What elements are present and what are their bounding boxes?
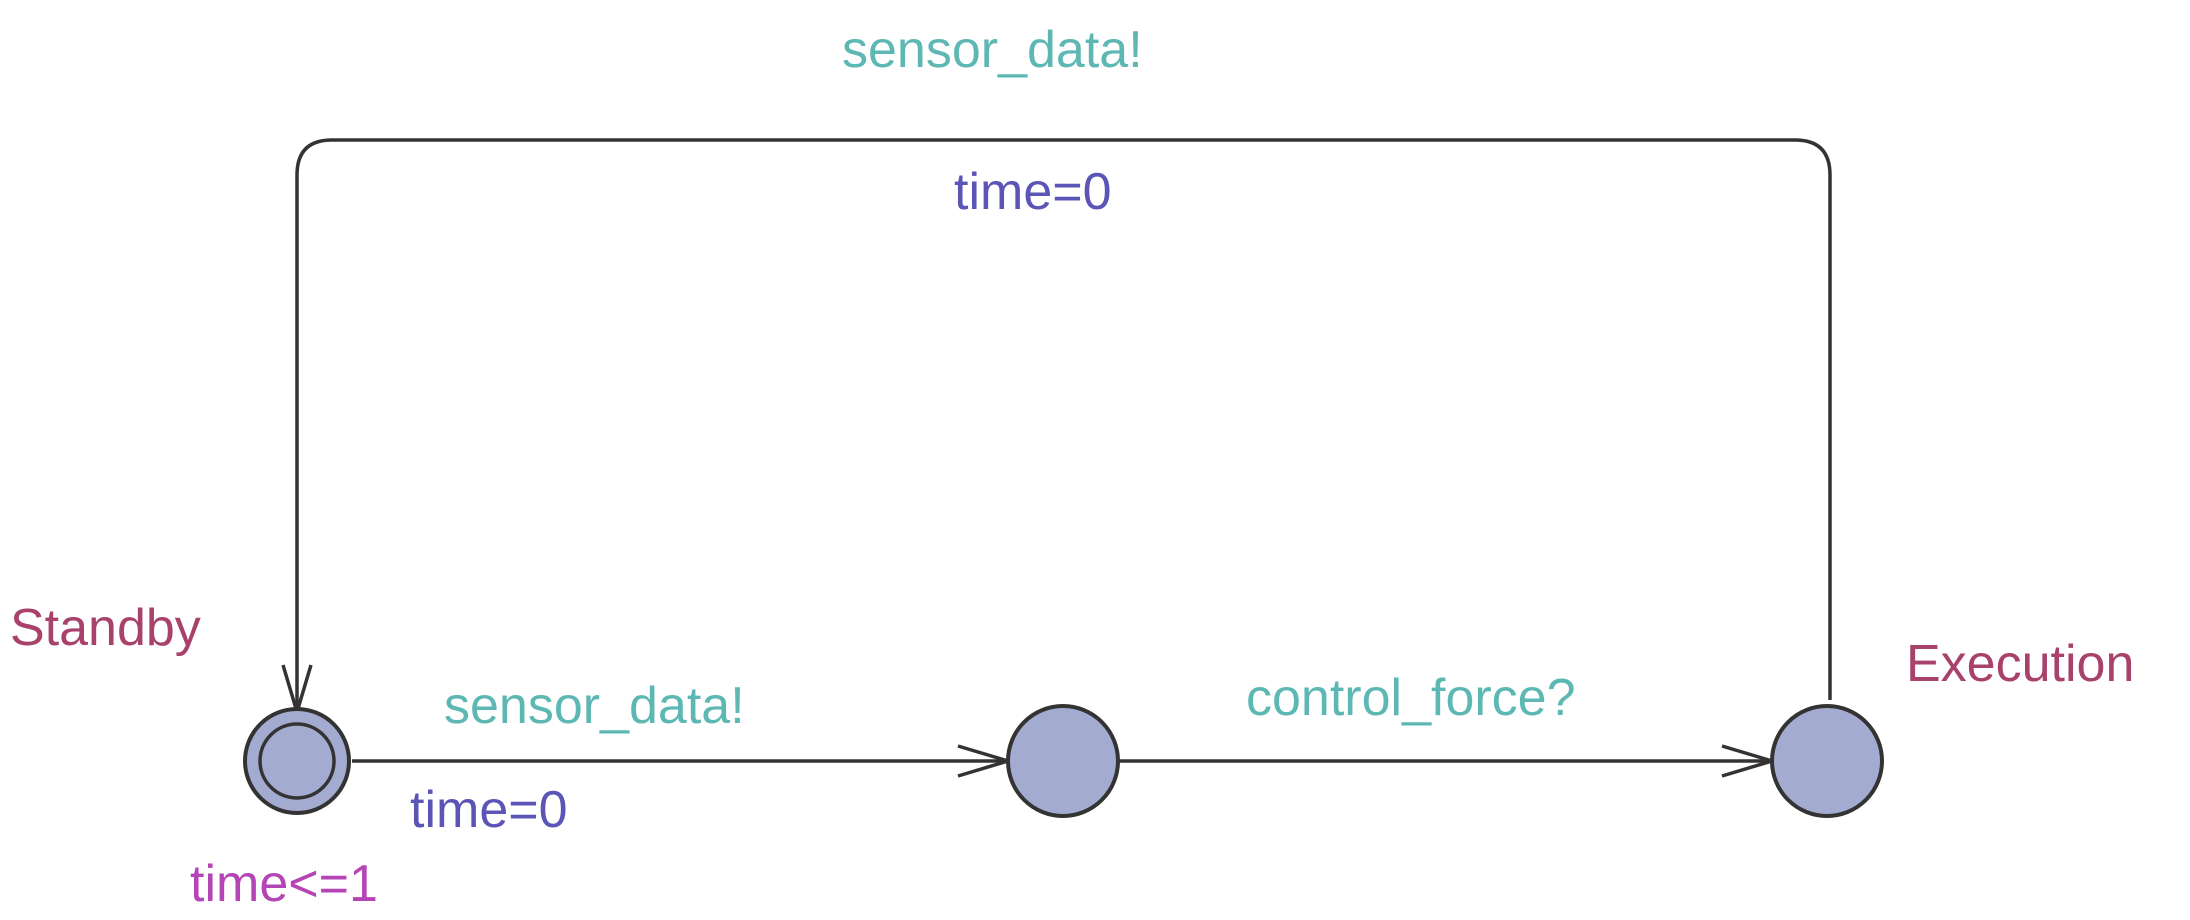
edge-standby-to-middle-sync-label: sensor_data! (444, 677, 745, 735)
edge-standby-to-middle-update-label: time=0 (410, 781, 568, 839)
location-standby-name: Standby (10, 599, 201, 657)
edge-middle-to-execution-sync-label: control_force? (1246, 669, 1576, 727)
location-standby[interactable] (243, 707, 351, 815)
location-execution[interactable] (1770, 704, 1884, 818)
edge-execution-to-standby-sync-label: sensor_data! (842, 21, 1143, 79)
edge-execution-to-standby-update-label: time=0 (954, 163, 1112, 221)
edge-execution-to-standby[interactable] (295, 138, 1832, 712)
location-standby-invariant: time<=1 (190, 855, 378, 913)
location-execution-name: Execution (1906, 635, 2135, 693)
location-middle[interactable] (1006, 704, 1120, 818)
initial-location-marker (258, 722, 336, 800)
